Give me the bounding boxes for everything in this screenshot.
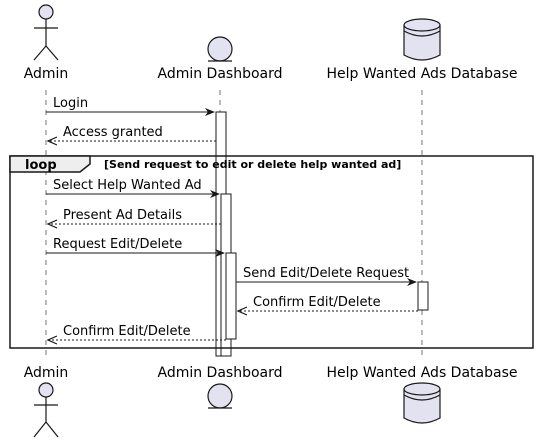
dashboard-entity-bottom: Admin Dashboard (157, 365, 283, 409)
message-login: Login (46, 96, 215, 116)
message-label: Present Ad Details (63, 208, 182, 223)
database-icon (403, 382, 441, 424)
dashboard-entity-top: Admin Dashboard (157, 36, 283, 82)
dashboard-activation-3 (225, 252, 237, 340)
participant-name: Help Wanted Ads Database (327, 365, 518, 381)
message-label: Login (53, 96, 88, 111)
participant-name: Help Wanted Ads Database (327, 66, 518, 82)
loop-label-box (9, 155, 91, 173)
loop-condition: [Send request to edit or delete help wan… (104, 158, 401, 171)
message-label: Select Help Wanted Ad (53, 178, 202, 193)
database-top: Help Wanted Ads Database (327, 18, 518, 82)
admin-actor-top: Admin (24, 4, 69, 82)
admin-actor-bottom: Admin (24, 365, 69, 438)
message-access-granted: Access granted (48, 125, 216, 141)
message-label: Access granted (63, 125, 163, 140)
message-present-details: Present Ad Details (48, 208, 221, 224)
participant-name: Admin (24, 66, 69, 82)
message-request-edit-delete: Request Edit/Delete (46, 237, 225, 257)
entity-icon (207, 36, 233, 62)
database-icon (403, 18, 441, 61)
message-label: Request Edit/Delete (53, 237, 182, 252)
database-activation (417, 281, 429, 311)
actor-icon (33, 4, 59, 61)
message-confirm-edit-delete-db: Confirm Edit/Delete (238, 295, 418, 311)
entity-icon (207, 383, 233, 409)
database-bottom: Help Wanted Ads Database (327, 365, 518, 424)
actor-icon (33, 382, 59, 438)
message-label: Confirm Edit/Delete (253, 295, 381, 310)
participant-name: Admin Dashboard (157, 66, 282, 82)
message-label: Confirm Edit/Delete (63, 324, 191, 339)
loop-keyword: loop (25, 158, 57, 173)
participant-name: Admin Dashboard (157, 365, 282, 381)
message-send-edit-delete-request: Send Edit/Delete Request (236, 266, 417, 286)
participant-name: Admin (24, 365, 69, 381)
message-select-ad: Select Help Wanted Ad (46, 178, 220, 198)
message-label: Send Edit/Delete Request (243, 266, 409, 281)
loop-frame (9, 155, 534, 349)
message-confirm-edit-delete-admin: Confirm Edit/Delete (48, 324, 226, 340)
